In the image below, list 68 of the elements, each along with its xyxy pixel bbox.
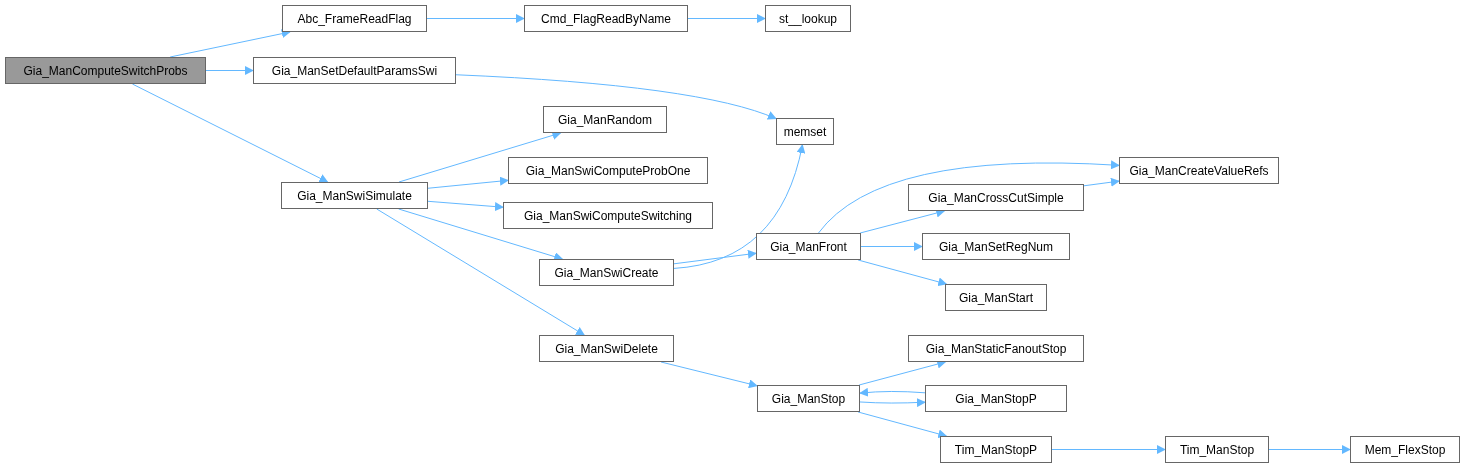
function-name: Tim_ManStop — [1179, 442, 1255, 457]
arrow — [818, 160, 1120, 234]
function-name: Gia_ManStop — [771, 391, 846, 406]
function-name: Gia_ManSetRegNum — [938, 239, 1054, 254]
arrow — [455, 74, 777, 120]
function-name: Gia_ManSwiComputeSwitching — [523, 208, 693, 223]
arrow — [860, 242, 923, 251]
function-name: Gia_ManRandom — [557, 112, 653, 127]
arrow — [1268, 445, 1351, 454]
highlighted-function-box — [5, 57, 206, 84]
function-box — [925, 385, 1067, 412]
function-box — [1165, 436, 1269, 463]
function-box — [281, 182, 428, 209]
arrow — [687, 14, 766, 23]
arrow — [857, 411, 948, 439]
function-box — [282, 5, 427, 32]
function-box — [765, 5, 851, 32]
function-box — [922, 233, 1070, 260]
function-box — [539, 259, 674, 286]
arrow — [1083, 177, 1120, 187]
function-name: Gia_ManCrossCutSimple — [928, 190, 1064, 205]
arrow — [660, 361, 758, 389]
function-box — [908, 335, 1084, 362]
function-name: Gia_ManStaticFanoutStop — [925, 341, 1067, 356]
function-name: Mem_FlexStop — [1364, 442, 1446, 457]
function-name: Gia_ManCreateValueRefs — [1129, 163, 1269, 178]
function-box — [508, 157, 708, 184]
function-name: memset — [783, 124, 827, 139]
function-name: Abc_FrameReadFlag — [297, 11, 412, 26]
arrow — [426, 14, 525, 23]
arrow — [427, 176, 509, 189]
arrow — [859, 387, 926, 397]
function-box — [776, 118, 834, 145]
function-box — [503, 202, 713, 229]
function-name: st__lookup — [778, 11, 837, 26]
arrow — [205, 66, 254, 75]
function-box — [1350, 436, 1460, 463]
function-name: Gia_ManSwiCreate — [554, 265, 659, 280]
function-name: Gia_ManSwiDelete — [555, 341, 658, 356]
function-name: Gia_ManComputeSwitchProbs — [23, 63, 188, 78]
function-name: Cmd_FlagReadByName — [540, 11, 672, 26]
function-name: Gia_ManStart — [958, 290, 1033, 305]
function-box — [757, 385, 860, 412]
function-box — [945, 284, 1047, 311]
arrow — [398, 131, 562, 183]
function-box — [253, 57, 456, 84]
function-name: Gia_ManStopP — [955, 391, 1037, 406]
arrow — [427, 200, 504, 212]
arrow — [673, 249, 757, 265]
arrow — [673, 144, 805, 269]
arrow — [859, 398, 926, 408]
function-name: Gia_ManSetDefaultParamsSwi — [271, 63, 438, 78]
arrow — [376, 208, 586, 336]
function-name: Tim_ManStopP — [954, 442, 1038, 457]
function-name: Gia_ManSwiSimulate — [297, 188, 412, 203]
function-box — [543, 106, 667, 133]
function-box — [539, 335, 674, 362]
function-box — [940, 436, 1052, 463]
arrow — [398, 208, 564, 261]
arrow — [857, 259, 948, 287]
function-name: Gia_ManSwiComputeProbOne — [525, 163, 691, 178]
function-name: Gia_ManFront — [770, 239, 847, 254]
function-box — [1119, 157, 1279, 184]
arrow — [131, 83, 329, 183]
function-box — [756, 233, 861, 260]
function-box — [524, 5, 688, 32]
function-box — [908, 184, 1084, 211]
arrow — [1051, 445, 1166, 454]
